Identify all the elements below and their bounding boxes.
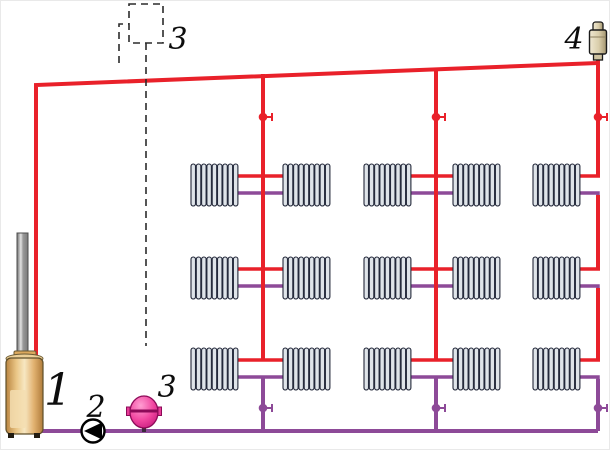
- radiator: [452, 163, 501, 207]
- radiator: [190, 347, 239, 391]
- tank-band-tab: [157, 406, 162, 416]
- radiator: [190, 163, 239, 207]
- labels: 1 2 3 3 4: [44, 22, 584, 425]
- radiator: [452, 256, 501, 300]
- radiator: [282, 347, 331, 391]
- supply-main-pipe: [34, 61, 599, 373]
- supply-valve-icon: [258, 112, 273, 122]
- supply-piping: [34, 56, 600, 373]
- radiator: [363, 163, 412, 207]
- radiators: [190, 163, 581, 391]
- tank-stem: [142, 426, 146, 432]
- radiator-return-elbow: [580, 191, 600, 197]
- radiator: [282, 163, 331, 207]
- radiator: [452, 347, 501, 391]
- radiator: [532, 163, 581, 207]
- radiator-return-elbow: [580, 375, 600, 381]
- air-vent-icon: [588, 29, 608, 55]
- return-valve-icon: [431, 403, 446, 413]
- air-vent-label: 4: [563, 22, 583, 57]
- return-valves: [258, 403, 608, 413]
- radiator: [363, 347, 412, 391]
- circulation-pump: [80, 418, 106, 444]
- air-vent: [588, 21, 608, 61]
- boiler-label: 1: [44, 365, 72, 416]
- expansion-tank-alt-dashed: [118, 3, 164, 346]
- dashed-overflow-pipe: [118, 23, 129, 63]
- expansion-tank-alt-label: 3: [168, 22, 187, 57]
- expansion-tank: [126, 395, 162, 432]
- boiler: [5, 232, 44, 438]
- radiator: [190, 256, 239, 300]
- expansion-tank-label: 3: [157, 370, 176, 405]
- supply-valve-icon: [431, 112, 446, 122]
- return-valve-icon: [593, 403, 608, 413]
- pump-label: 2: [85, 390, 105, 425]
- chimney-icon: [16, 232, 29, 358]
- return-valve-icon: [258, 403, 273, 413]
- radiator: [282, 256, 331, 300]
- dashed-open-tank-icon: [128, 3, 164, 44]
- radiator: [532, 347, 581, 391]
- radiator: [363, 256, 412, 300]
- return-piping: [39, 191, 600, 433]
- supply-valve-icon: [593, 112, 608, 122]
- boiler-foot: [8, 433, 14, 438]
- boiler-panel: [10, 390, 26, 428]
- boiler-foot: [34, 433, 40, 438]
- tank-band-tab: [126, 406, 131, 416]
- radiator: [532, 256, 581, 300]
- supply-valves: [258, 112, 608, 122]
- pump-triangle-icon: [84, 422, 102, 440]
- radiator-return-elbow: [580, 284, 600, 290]
